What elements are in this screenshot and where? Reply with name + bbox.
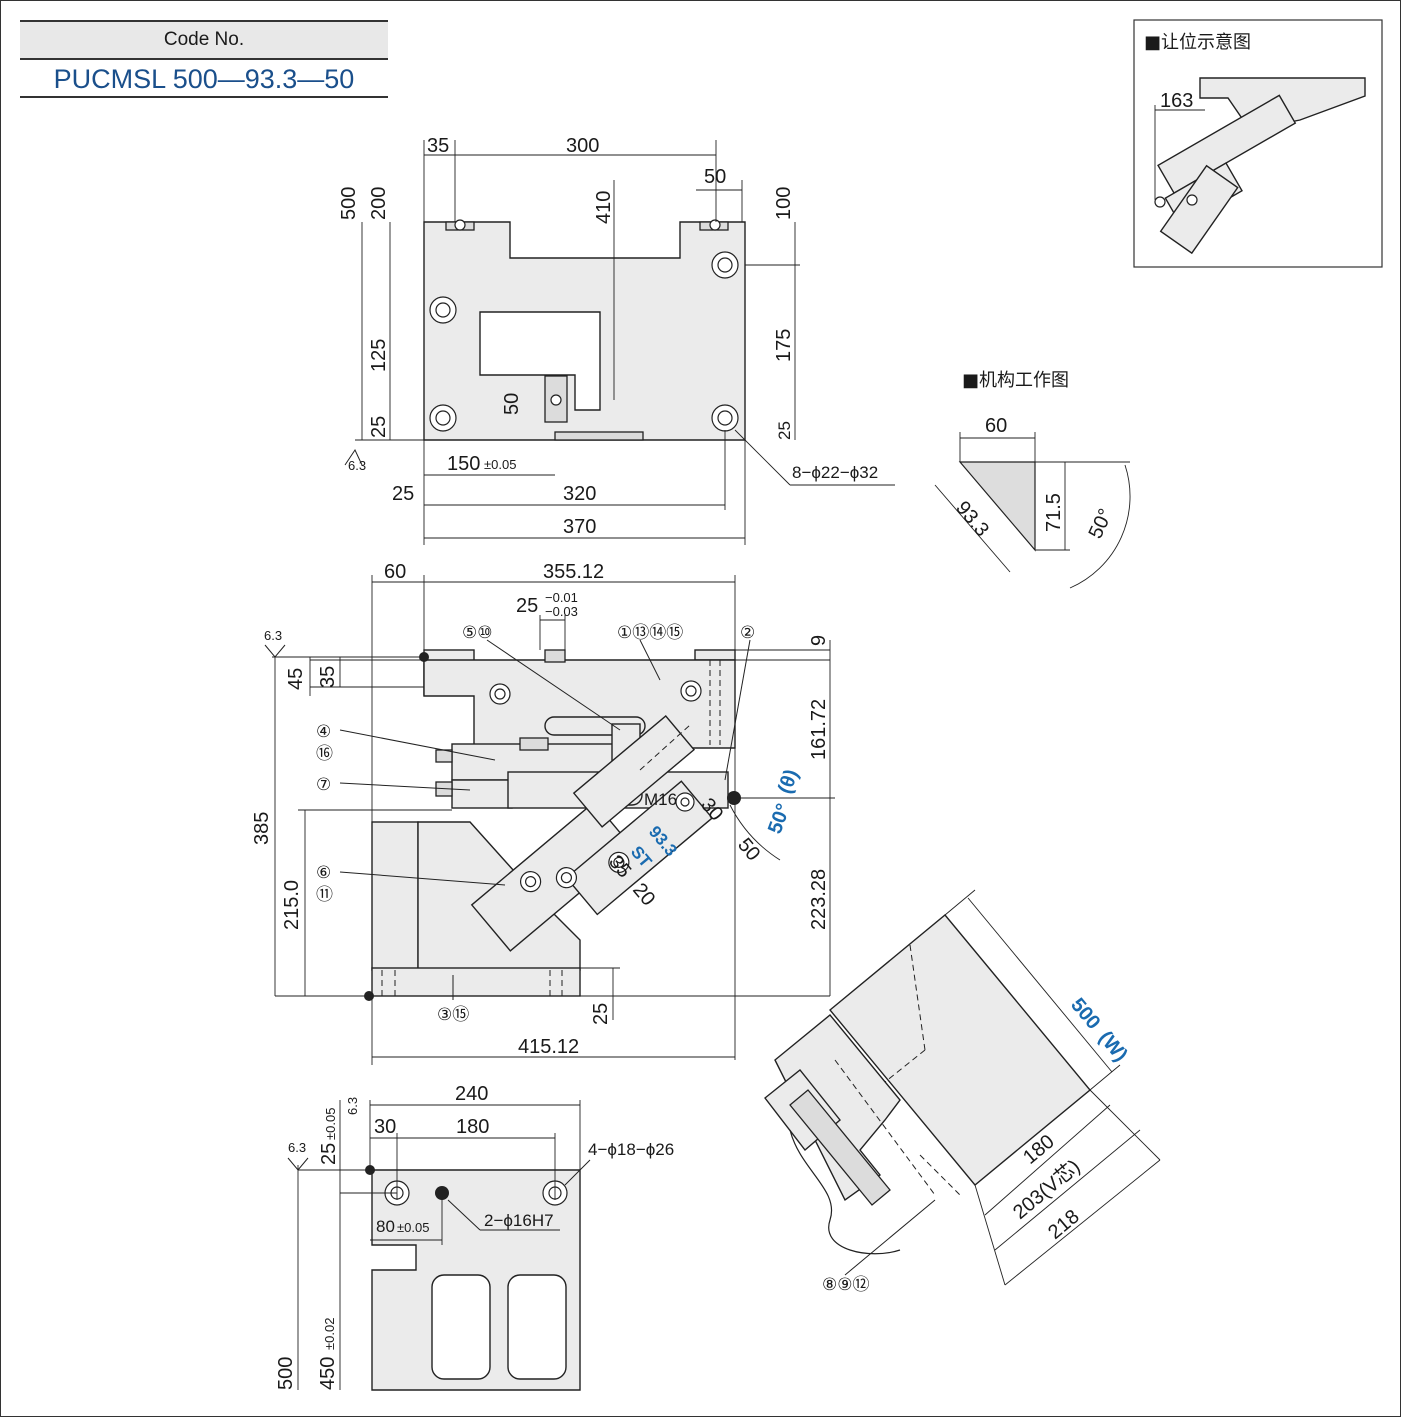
angle-theta: (θ) [774, 767, 803, 797]
angle-50: 50° [764, 801, 795, 837]
code-box: Code No. PUCMSL 500—93.3—50 [20, 20, 388, 98]
dim-180: 180 [456, 1116, 489, 1138]
roughness-top: 6.3 [348, 458, 366, 473]
dim-100: 100 [773, 187, 795, 220]
side-dim-218: 218 [1044, 1206, 1084, 1244]
dim-150: 150 [447, 453, 480, 475]
callout-7: ⑦ [316, 775, 331, 794]
mechanism-title: ■机构工作图 [962, 370, 1069, 391]
dim-150-tol: ±0.05 [484, 457, 516, 472]
dim-50-mid: 50 [501, 393, 523, 415]
dim-125: 125 [368, 339, 390, 372]
dim-300: 300 [566, 135, 599, 157]
mech-dim-71: 71.5 [1043, 493, 1065, 532]
callout-16: ⑯ [316, 744, 333, 763]
callout-1-13-14-15: ①⑬⑭⑮ [617, 623, 683, 642]
dim-450: 450 [317, 1357, 339, 1390]
lower-die [371, 821, 419, 971]
dim-410: 410 [593, 191, 615, 224]
roughness-bottom-b: 6.3 [288, 1140, 306, 1155]
tol-upper: −0.01 [545, 590, 578, 605]
dim-50-top: 50 [704, 166, 726, 188]
roughness-bottom-a: 6.3 [345, 1097, 360, 1115]
dim-215: 215.0 [281, 880, 303, 930]
dim-50-front: 50 [733, 834, 764, 865]
dim-25-front: 25 [516, 595, 538, 617]
hole-callout: 8−ϕ22−ϕ32 [792, 463, 878, 482]
dim-415: 415.12 [518, 1036, 579, 1058]
hole-callout-bottom: 4−ϕ18−ϕ26 [588, 1140, 674, 1159]
dim-223: 223.28 [808, 869, 830, 930]
dim-500: 500 [338, 187, 360, 220]
dim-200: 200 [368, 187, 390, 220]
mech-dim-93: 93.3 [951, 497, 993, 541]
side-dim-500: 500 [1066, 994, 1104, 1034]
dim-80-tol: ±0.05 [397, 1220, 429, 1235]
dim-370: 370 [563, 516, 596, 538]
dim-320: 320 [563, 483, 596, 505]
dim-25-tol: ±0.05 [323, 1108, 338, 1140]
dim-240: 240 [455, 1083, 488, 1105]
code-value: PUCMSL 500—93.3—50 [20, 60, 388, 98]
dim-25-bottom: 25 [392, 483, 414, 505]
dim-45: 45 [285, 668, 307, 690]
callout-4: ④ [316, 722, 331, 741]
dim-25-bottom-view: 25 [318, 1143, 340, 1165]
tol-lower: −0.03 [545, 604, 578, 619]
dim-25-bottom-front: 25 [590, 1003, 612, 1025]
dim-80: 80 [376, 1217, 395, 1236]
dim-450-tol: ±0.02 [322, 1318, 337, 1350]
top-view: 35 300 50 410 100 500 200 125 25 50 175 … [338, 135, 895, 545]
dim-161: 161.72 [808, 699, 830, 760]
callout-5-10: ⑤⑩ [462, 623, 492, 642]
code-label: Code No. [20, 20, 388, 60]
bottom-view: 240 30 180 25 ±0.05 4−ϕ18−ϕ26 80 ±0.05 2… [275, 1083, 674, 1391]
callout-8-9-12: ⑧⑨⑫ [822, 1275, 869, 1294]
dim-25-left: 25 [368, 416, 390, 438]
front-view: 60 355.12 25 −0.01 −0.03 9 45 35 161.72 … [251, 561, 835, 1065]
mechanism-inset: ■机构工作图 60 93.3 71.5 50° [934, 370, 1131, 589]
callout-3-15: ③⑮ [437, 1005, 469, 1024]
callout-11: ⑪ [316, 885, 333, 904]
dim-355: 355.12 [543, 561, 604, 583]
mech-angle: 50° [1085, 505, 1118, 542]
callout-6: ⑥ [316, 863, 331, 882]
clearance-inset: ■让位示意图 163 [1133, 19, 1383, 268]
dim-35-front: 35 [317, 666, 339, 688]
dim-35: 35 [427, 135, 449, 157]
dim-25-right: 25 [775, 421, 794, 440]
pin-callout: 2−ϕ16H7 [484, 1211, 554, 1230]
dim-385: 385 [251, 812, 273, 845]
bolt-holes-top [429, 219, 739, 432]
dim-163: 163 [1160, 90, 1193, 112]
dim-9: 9 [808, 635, 830, 646]
m16-label: M16 [644, 790, 677, 809]
side-view: 500 (W) 180 203(V芯) 218 ⑧⑨⑫ [764, 889, 1161, 1294]
callout-2: ② [740, 623, 755, 642]
roughness-front: 6.3 [264, 628, 282, 643]
clearance-title: ■让位示意图 [1144, 32, 1251, 53]
cam-slider [470, 715, 714, 952]
mech-dim-60: 60 [985, 415, 1007, 437]
dim-60: 60 [384, 561, 406, 583]
side-dim-w: (W) [1094, 1027, 1132, 1066]
dim-175: 175 [773, 329, 795, 362]
dim-500-bottom: 500 [275, 1357, 297, 1390]
dim-30-bottom: 30 [374, 1116, 396, 1138]
